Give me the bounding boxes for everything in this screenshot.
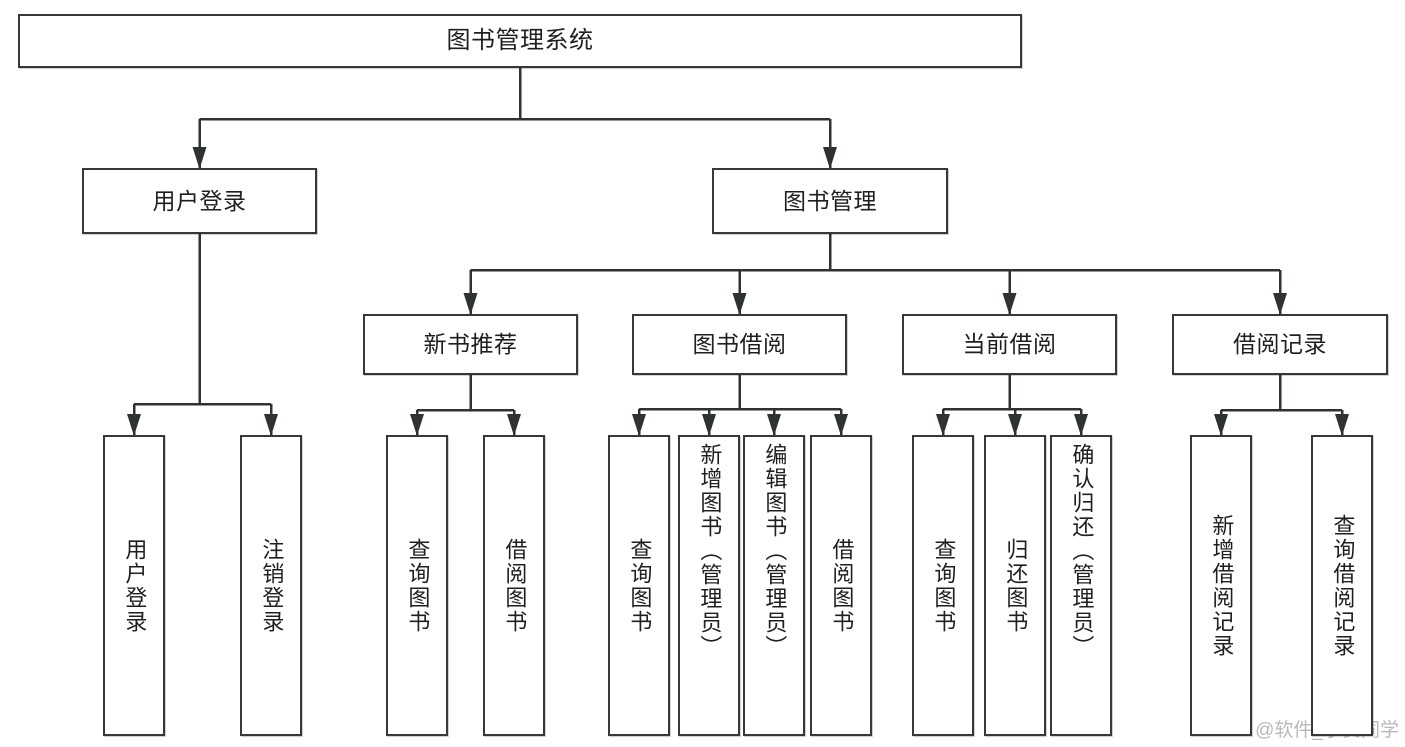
node-label: 新书推荐 [423, 331, 518, 358]
node-label: 用户登录 [122, 537, 148, 634]
node-label: 注销登录 [259, 537, 285, 634]
node-leaf-add-book[interactable]: 新增图书（管理员） [678, 435, 740, 736]
node-leaf-query-book-br[interactable]: 查询图书 [608, 435, 670, 736]
node-label: 图书管理系统 [446, 27, 594, 55]
node-leaf-query-book-cur[interactable]: 查询图书 [912, 435, 974, 736]
node-label: 新增借阅记录 [1209, 513, 1235, 658]
node-label: 归还图书 [1003, 537, 1029, 634]
node-current-borrow[interactable]: 当前借阅 [902, 314, 1117, 375]
node-label: 图书借阅 [692, 331, 787, 358]
node-label: 确认归还（管理员） [1069, 443, 1095, 659]
node-book-manage[interactable]: 图书管理 [712, 168, 948, 234]
node-leaf-user-logout[interactable]: 注销登录 [240, 435, 302, 736]
node-leaf-borrow-book-br[interactable]: 借阅图书 [810, 435, 872, 736]
node-leaf-confirm-return[interactable]: 确认归还（管理员） [1050, 435, 1112, 736]
node-leaf-user-login[interactable]: 用户登录 [103, 435, 165, 736]
node-book-borrow[interactable]: 图书借阅 [632, 314, 847, 375]
node-user-login[interactable]: 用户登录 [82, 168, 317, 234]
node-label: 查询图书 [405, 537, 431, 634]
node-label: 借阅记录 [1233, 331, 1327, 358]
node-new-book-recommend[interactable]: 新书推荐 [363, 314, 578, 375]
node-label: 图书管理 [783, 187, 877, 214]
node-leaf-edit-book[interactable]: 编辑图书（管理员） [743, 435, 805, 736]
node-label: 新增图书（管理员） [697, 443, 723, 659]
node-root[interactable]: 图书管理系统 [18, 14, 1022, 68]
node-leaf-borrow-book-rec[interactable]: 借阅图书 [483, 435, 545, 736]
node-leaf-add-record[interactable]: 新增借阅记录 [1190, 435, 1252, 736]
node-label: 编辑图书（管理员） [762, 443, 788, 659]
node-label: 借阅图书 [502, 537, 528, 634]
node-label: 借阅图书 [829, 537, 855, 634]
node-leaf-query-book-rec[interactable]: 查询图书 [386, 435, 448, 736]
node-label: 当前借阅 [962, 331, 1057, 358]
node-leaf-query-record[interactable]: 查询借阅记录 [1311, 435, 1373, 736]
node-borrow-record[interactable]: 借阅记录 [1172, 314, 1388, 375]
node-label: 查询图书 [627, 537, 653, 634]
node-label: 用户登录 [152, 187, 247, 214]
node-label: 查询图书 [931, 537, 957, 634]
node-leaf-return-book[interactable]: 归还图书 [984, 435, 1046, 736]
node-label: 查询借阅记录 [1330, 513, 1356, 658]
